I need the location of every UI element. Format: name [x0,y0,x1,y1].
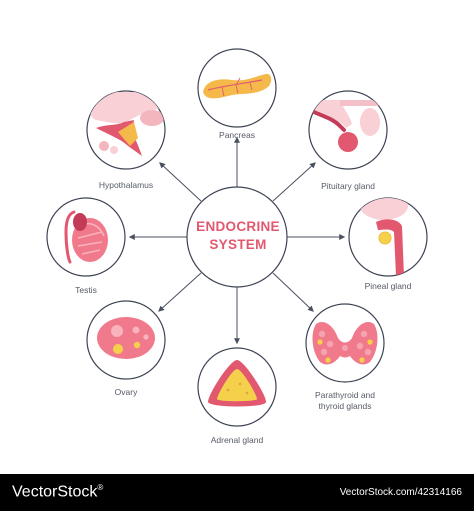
center-title-line1: ENDOCRINE [196,219,280,234]
hypothalamus-icon [88,92,164,156]
brand-text: VectorStock [12,483,98,501]
label-parathyroid-line1: Parathyroid and [314,390,375,400]
arrow-to-hypothalamus [159,162,202,202]
testis-node [46,197,126,277]
label-parathyroid-thyroid: Parathyroid and thyroid glands [290,390,400,412]
hypothalamus-node [86,90,166,170]
vectorstock-logo: VectorStock® [12,483,103,501]
arrow-to-ovary [158,272,202,312]
watermark-footer: VectorStock® VectorStock.com/42314166 [0,474,474,511]
arrow-to-thyroid [272,272,314,312]
registered-mark: ® [97,483,104,492]
image-id: VectorStock.com/42314166 [339,487,462,498]
label-adrenal: Adrenal gland [210,435,264,445]
thyroid-node [305,303,385,383]
endocrine-diagram: ENDOCRINE SYSTEM Pancreas Pituitary glan… [46,48,428,445]
pineal-node [348,197,428,277]
arrow-to-pituitary [272,162,316,202]
center-title-line2: SYSTEM [209,237,267,252]
thyroid-icon [312,321,378,365]
label-ovary: Ovary [114,387,138,397]
label-pineal: Pineal gland [364,281,412,291]
pancreas-icon [203,73,272,99]
ovary-node [86,300,166,380]
label-pituitary: Pituitary gland [321,181,375,191]
pancreas-node [197,48,277,128]
adrenal-node [197,347,277,427]
label-hypothalamus: Hypothalamus [98,180,154,190]
ovary-icon [97,317,155,359]
label-testis: Testis [75,285,97,295]
label-pancreas: Pancreas [219,130,255,140]
connector-arrows [128,136,346,345]
testis-icon [64,210,108,264]
pituitary-node [308,90,388,170]
pituitary-icon [309,100,387,152]
adrenal-icon [208,360,266,407]
label-parathyroid-line2: thyroid glands [318,401,372,411]
center-title: ENDOCRINE SYSTEM [188,218,288,254]
center-circle [186,186,288,288]
diagram-canvas [46,48,428,427]
